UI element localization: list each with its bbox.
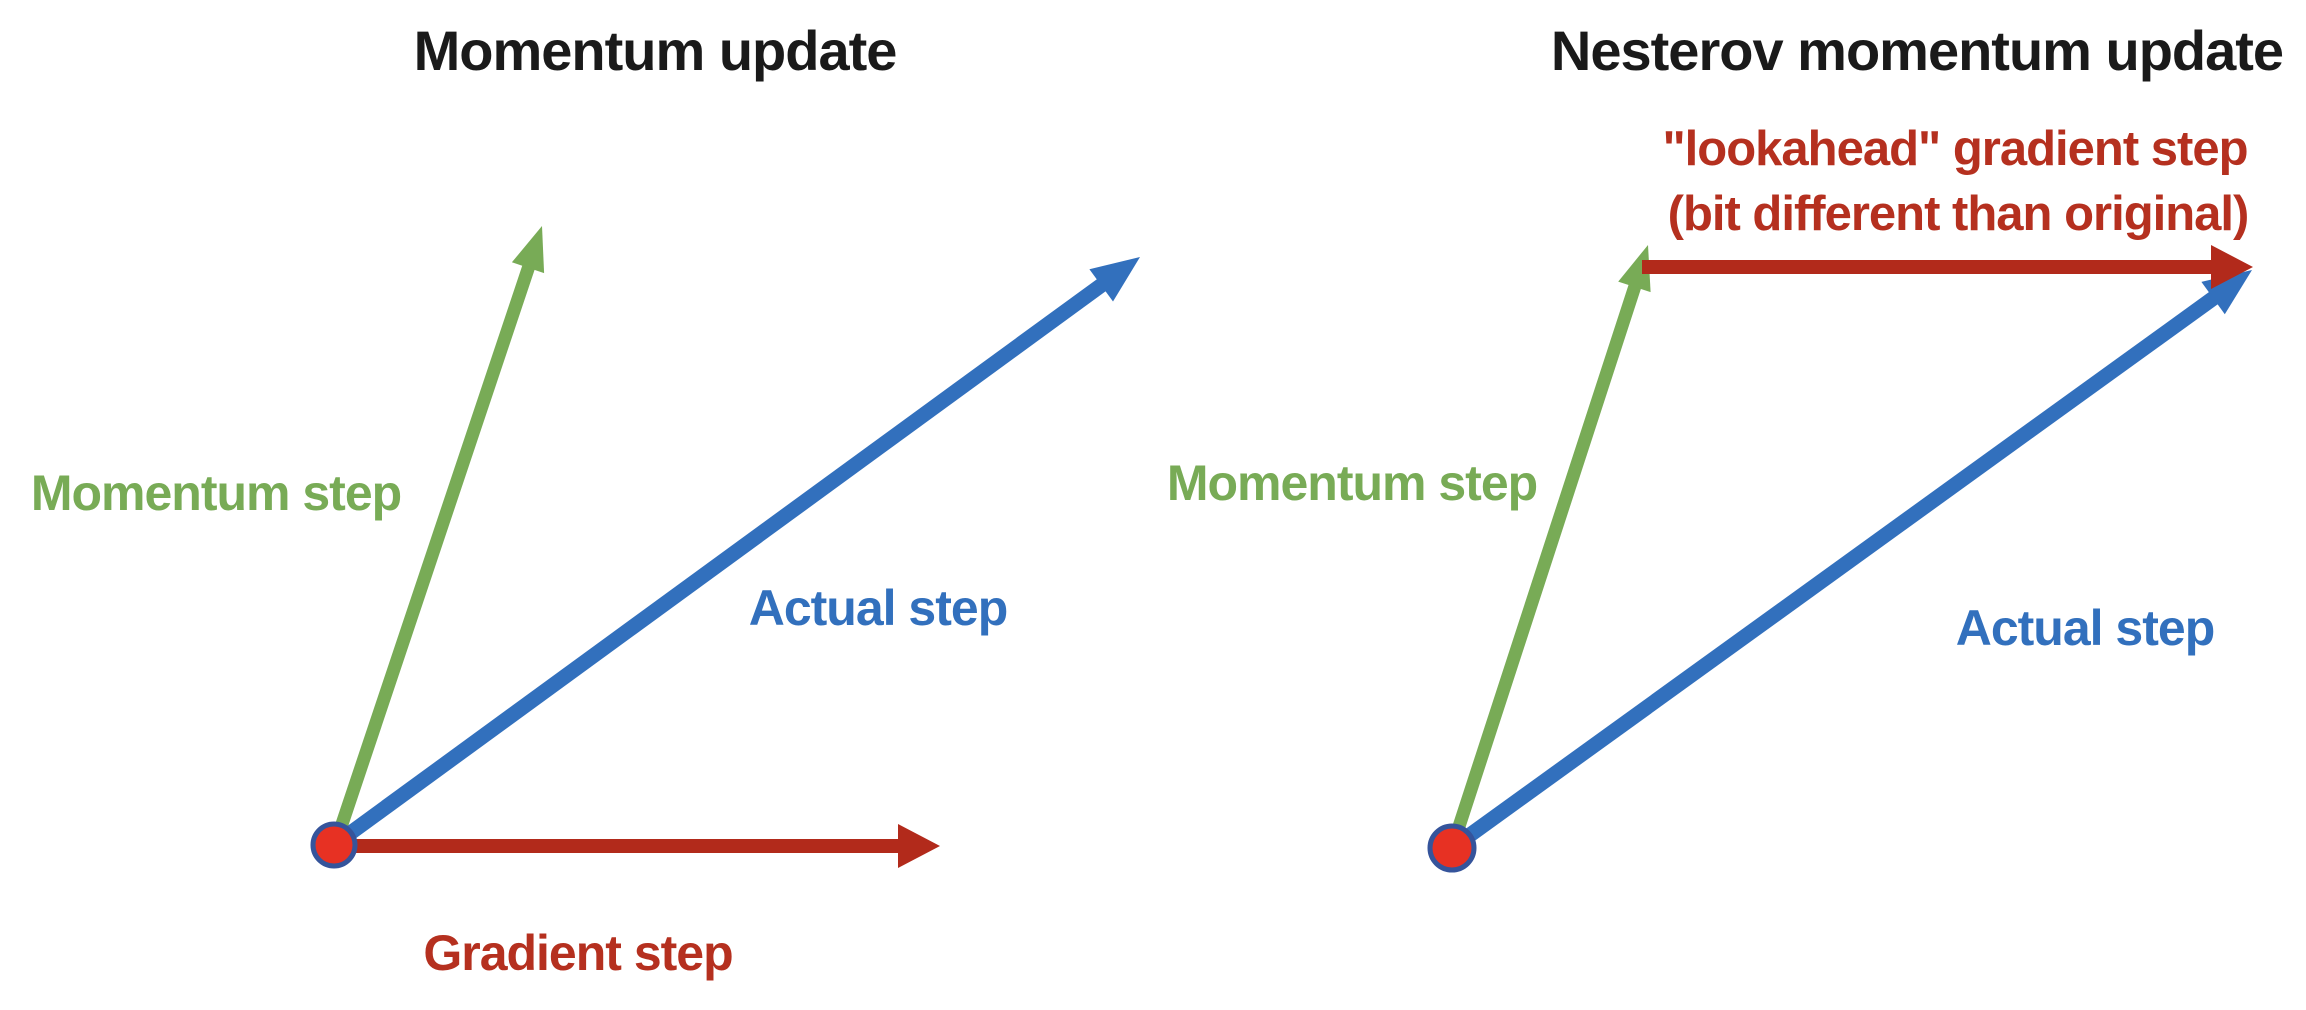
left-panel-title: Momentum update [414,19,897,82]
right-momentum-arrow-shaft [1445,283,1642,851]
right-lookahead-arrowhead-icon [2211,245,2253,289]
momentum-update-panel: Momentum update Momentum step Actual ste… [31,19,1140,981]
left-actual-arrow-shaft [329,277,1108,852]
left-momentum-arrowhead-icon [511,226,545,274]
left-gradient-step-label: Gradient step [423,925,732,981]
left-actual-arrowhead-icon [1089,257,1140,302]
right-lookahead-label-line2: (bit different than original) [1668,187,2249,241]
left-momentum-arrow-shaft [327,263,536,851]
right-momentum-step-label: Momentum step [1167,455,1537,511]
right-actual-step-label: Actual step [1956,600,2215,656]
left-momentum-step-label: Momentum step [31,465,401,521]
nesterov-update-panel: Nesterov momentum update "lookahead" gra… [1167,19,2284,873]
left-origin-dot-icon [310,821,358,869]
right-momentum-arrowhead-icon [1618,245,1651,293]
right-panel-title: Nesterov momentum update [1551,19,2283,82]
left-gradient-arrowhead-icon [898,824,940,868]
right-actual-arrow-shaft [1447,290,2220,855]
right-lookahead-label-line1: "lookahead" gradient step [1662,122,2247,176]
left-actual-step-label: Actual step [749,580,1008,636]
right-origin-dot-icon [1427,823,1477,873]
